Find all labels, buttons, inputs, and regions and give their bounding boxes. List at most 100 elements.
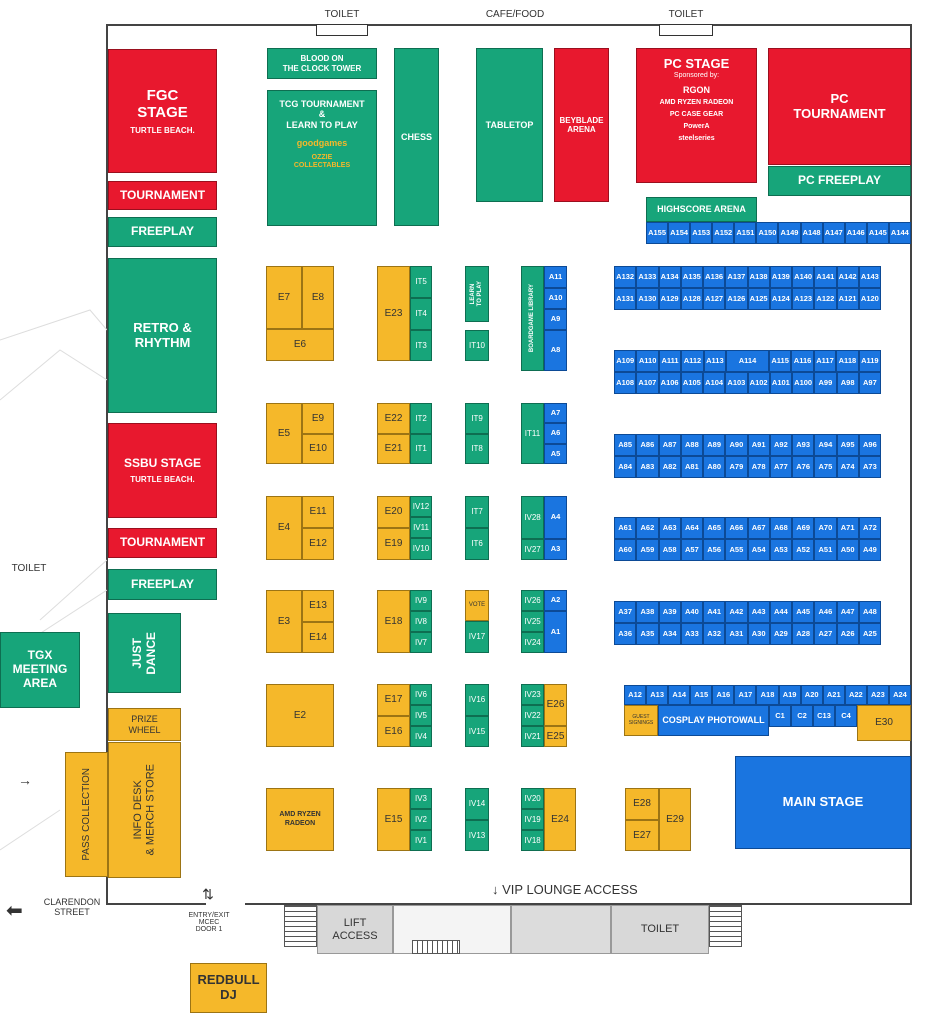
stall-a140[interactable]: A140 (792, 266, 815, 288)
stall-a51[interactable]: A51 (814, 539, 837, 561)
stall-iv13[interactable]: IV13 (465, 820, 489, 851)
stall-a4[interactable]: A4 (544, 496, 567, 539)
stall-a9[interactable]: A9 (544, 309, 567, 330)
stall-a45[interactable]: A45 (792, 601, 815, 623)
stall-a6[interactable]: A6 (544, 423, 567, 444)
stall-e26[interactable]: E26 (544, 684, 567, 726)
stall-a122[interactable]: A122 (814, 288, 837, 310)
stall-iv20[interactable]: IV20 (521, 788, 544, 809)
stall-a135[interactable]: A135 (680, 266, 703, 288)
stall-e27[interactable]: E27 (625, 820, 659, 851)
freeplay-1[interactable]: FREEPLAY (108, 217, 217, 247)
stall-a77[interactable]: A77 (769, 456, 792, 478)
stall-a116[interactable]: A116 (791, 350, 814, 372)
lift-access[interactable]: LIFT ACCESS (317, 905, 393, 954)
stall-a31[interactable]: A31 (725, 623, 748, 645)
stall-a83[interactable]: A83 (636, 456, 659, 478)
stall-a17[interactable]: A17 (734, 685, 757, 705)
boardgame-library[interactable]: BOARDGAME LIBRARY (521, 266, 544, 371)
stall-a110[interactable]: A110 (636, 350, 659, 372)
stall-a117[interactable]: A117 (813, 350, 837, 372)
stall-a64[interactable]: A64 (680, 517, 703, 539)
stall-a155[interactable]: A155 (646, 222, 669, 244)
stall-e10[interactable]: E10 (302, 434, 334, 464)
stall-iv9[interactable]: IV9 (410, 590, 432, 611)
pc-stage[interactable]: PC STAGE Sponsored by: RGON AMD RYZEN RA… (636, 48, 757, 183)
stall-a123[interactable]: A123 (792, 288, 815, 310)
stall-a43[interactable]: A43 (747, 601, 770, 623)
stall-a7[interactable]: A7 (544, 403, 567, 423)
stall-a121[interactable]: A121 (836, 288, 859, 310)
stall-e9[interactable]: E9 (302, 403, 334, 434)
stall-a47[interactable]: A47 (836, 601, 859, 623)
stall-e25[interactable]: E25 (544, 726, 567, 747)
stall-a127[interactable]: A127 (703, 288, 726, 310)
stall-a81[interactable]: A81 (680, 456, 703, 478)
stall-a133[interactable]: A133 (636, 266, 659, 288)
stall-a54[interactable]: A54 (747, 539, 770, 561)
stall-e20[interactable]: E20 (377, 496, 410, 528)
stall-a82[interactable]: A82 (658, 456, 681, 478)
stall-c13[interactable]: C13 (813, 705, 835, 727)
tcg-tournament[interactable]: TCG TOURNAMENT & LEARN TO PLAY goodgames… (267, 90, 377, 226)
stall-e18[interactable]: E18 (377, 590, 410, 653)
stall-a32[interactable]: A32 (703, 623, 726, 645)
stall-e30[interactable]: E30 (857, 705, 911, 741)
stall-a106[interactable]: A106 (658, 372, 681, 394)
learn-to-play[interactable]: LEARN TO PLAY (465, 266, 489, 322)
stall-iv11[interactable]: IV11 (410, 517, 432, 538)
stall-iv2[interactable]: IV2 (410, 809, 432, 830)
stall-a152[interactable]: A152 (712, 222, 735, 244)
stall-a34[interactable]: A34 (658, 623, 681, 645)
stall-a99[interactable]: A99 (814, 372, 837, 394)
stall-a84[interactable]: A84 (614, 456, 637, 478)
stall-a109[interactable]: A109 (614, 350, 637, 372)
stall-a22[interactable]: A22 (844, 685, 867, 705)
stall-a126[interactable]: A126 (725, 288, 748, 310)
stall-a29[interactable]: A29 (769, 623, 792, 645)
stall-e16[interactable]: E16 (377, 716, 410, 747)
stall-iv16[interactable]: IV16 (465, 684, 489, 716)
stall-iv14[interactable]: IV14 (465, 788, 489, 820)
stall-a67[interactable]: A67 (747, 517, 770, 539)
stall-a141[interactable]: A141 (814, 266, 837, 288)
stall-a119[interactable]: A119 (858, 350, 882, 372)
stall-a16[interactable]: A16 (712, 685, 735, 705)
stall-a14[interactable]: A14 (668, 685, 691, 705)
stall-iv10[interactable]: IV10 (410, 538, 432, 560)
stall-a13[interactable]: A13 (646, 685, 669, 705)
retro-rhythm[interactable]: RETRO & RHYTHM (108, 258, 217, 413)
tgx-meeting-area[interactable]: TGX MEETING AREA (0, 632, 80, 708)
stall-a42[interactable]: A42 (725, 601, 748, 623)
stall-e21[interactable]: E21 (377, 434, 410, 464)
stall-e6[interactable]: E6 (266, 329, 334, 361)
stall-a53[interactable]: A53 (769, 539, 792, 561)
stall-a11[interactable]: A11 (544, 266, 567, 288)
stall-it3[interactable]: IT3 (410, 330, 432, 361)
stall-e3[interactable]: E3 (266, 590, 302, 653)
prize-wheel[interactable]: PRIZE WHEEL (108, 708, 181, 741)
stall-iv24[interactable]: IV24 (521, 632, 544, 653)
stall-a97[interactable]: A97 (858, 372, 881, 394)
stall-it2[interactable]: IT2 (410, 403, 432, 434)
stall-it10[interactable]: IT10 (465, 330, 489, 361)
stall-e17[interactable]: E17 (377, 684, 410, 716)
stall-a96[interactable]: A96 (858, 434, 881, 456)
highscore-arena[interactable]: HIGHSCORE ARENA (646, 197, 757, 222)
stall-a120[interactable]: A120 (858, 288, 881, 310)
stall-a86[interactable]: A86 (636, 434, 659, 456)
stall-iv18[interactable]: IV18 (521, 830, 544, 851)
stall-a24[interactable]: A24 (888, 685, 912, 705)
stall-a66[interactable]: A66 (725, 517, 748, 539)
stall-a136[interactable]: A136 (703, 266, 726, 288)
stall-a118[interactable]: A118 (836, 350, 859, 372)
stall-it4[interactable]: IT4 (410, 298, 432, 330)
stall-e28[interactable]: E28 (625, 788, 659, 820)
stall-e11[interactable]: E11 (302, 496, 334, 528)
ssbu-stage[interactable]: SSBU STAGE TURTLE BEACH. (108, 423, 217, 518)
stall-a12[interactable]: A12 (624, 685, 647, 705)
stall-e15[interactable]: E15 (377, 788, 410, 851)
stall-e4[interactable]: E4 (266, 496, 302, 560)
stall-a78[interactable]: A78 (747, 456, 770, 478)
stall-a49[interactable]: A49 (858, 539, 881, 561)
